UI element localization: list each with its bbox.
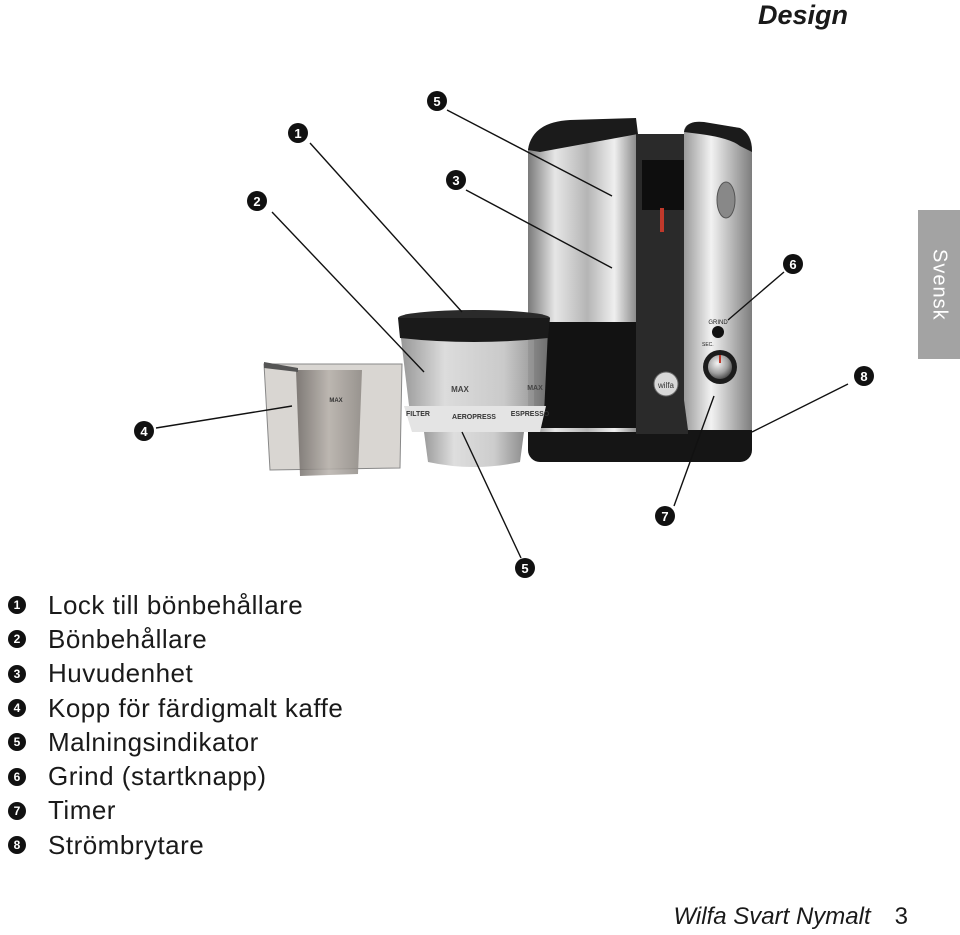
callout-badge-1: 1 <box>288 123 308 143</box>
legend-label: Grind (startknapp) <box>48 761 267 792</box>
cup-max-text: MAX <box>329 398 342 404</box>
chute-window <box>642 160 684 210</box>
leader-4 <box>155 405 293 429</box>
leader-8 <box>751 383 849 433</box>
svg-text:4: 4 <box>140 424 148 439</box>
legend-item: 7 Timer <box>8 794 343 828</box>
legend-label: Bönbehållare <box>48 623 208 654</box>
legend-label: Lock till bönbehållare <box>48 589 304 620</box>
hopper-scale-band <box>404 406 546 432</box>
ground-coffee-cup: MAX <box>263 362 403 476</box>
sec-text: SEC. <box>702 342 714 348</box>
scale-espresso-text: ESPRESSO <box>511 411 550 418</box>
legend-label: Strömbrytare <box>48 829 205 860</box>
svg-text:5: 5 <box>433 94 440 109</box>
legend-number: 2 <box>8 630 26 649</box>
page-heading: Design <box>757 0 848 30</box>
legend-item: 3 Huvudenhet <box>8 657 343 691</box>
timer-knob-mark <box>719 355 721 363</box>
legend-number: 7 <box>8 801 26 820</box>
parts-legend: 1 Lock till bönbehållare 2 Bönbehållare 3 H… <box>8 588 343 862</box>
bean-hopper: MAX MAX FILTER AEROPRESS ESPRESSO <box>398 310 550 467</box>
svg-text:3: 3 <box>452 173 459 188</box>
svg-text:6: 6 <box>789 257 796 272</box>
legend-label: Timer <box>48 795 116 826</box>
svg-text:1: 1 <box>294 126 301 141</box>
callout-badge-4: 4 <box>134 421 154 441</box>
brand-text: wilfa <box>657 381 675 390</box>
page-footer: Wilfa Svart Nymalt 3 <box>673 903 908 931</box>
hopper-lid <box>398 318 550 342</box>
timer-knob <box>708 355 732 379</box>
language-tab: Svensk <box>918 210 960 359</box>
leader-7 <box>673 395 715 507</box>
hopper-lower-ring <box>424 432 524 467</box>
callout-badge-7: 7 <box>655 506 675 526</box>
svg-text:7: 7 <box>661 509 668 524</box>
callout-badge-5-bottom: 5 <box>515 558 535 578</box>
legend-label: Huvudenhet <box>48 658 194 689</box>
scale-aeropress-text: AEROPRESS <box>452 414 496 421</box>
legend-item: 1 Lock till bönbehållare <box>8 588 343 622</box>
legend-number: 5 <box>8 733 26 752</box>
leader-3 <box>465 189 613 269</box>
scale-filter-text: FILTER <box>406 411 430 418</box>
leader-6 <box>727 271 785 321</box>
footer-manual-title: Wilfa Svart Nymalt <box>673 903 871 930</box>
callout-badge-5-top: 5 <box>427 91 447 111</box>
legend-number: 8 <box>8 836 26 855</box>
cup-bay <box>534 322 636 428</box>
grind-text: GRIND <box>708 320 728 326</box>
right-top-cap <box>684 121 752 152</box>
brand-plate <box>716 181 736 219</box>
legend-item: 2 Bönbehållare <box>8 622 343 656</box>
svg-text:2: 2 <box>253 194 260 209</box>
leader-1 <box>309 142 463 313</box>
callout-badge-8: 8 <box>854 366 874 386</box>
legend-item: 6 Grind (startknapp) <box>8 759 343 793</box>
legend-item: 4 Kopp för färdigmalt kaffe <box>8 691 343 725</box>
main-unit: wilfa GRIND SEC. <box>528 118 752 462</box>
hopper-glass <box>400 330 548 414</box>
legend-item: 8 Strömbrytare <box>8 828 343 862</box>
svg-text:5: 5 <box>521 561 528 576</box>
brand-emblem <box>653 371 679 397</box>
leader-5-bottom <box>461 431 522 559</box>
callout-badge-3: 3 <box>446 170 466 190</box>
left-top-cap <box>528 118 638 152</box>
hopper-max-right-text: MAX <box>527 385 543 392</box>
callout-badge-2: 2 <box>247 191 267 211</box>
legend-number: 1 <box>8 596 26 615</box>
svg-text:8: 8 <box>860 369 867 384</box>
grind-button <box>712 326 724 338</box>
callout-badge-6: 6 <box>783 254 803 274</box>
legend-label: Malningsindikator <box>48 726 259 757</box>
legend-number: 6 <box>8 767 26 786</box>
grind-indicator-mark <box>660 208 664 232</box>
legend-label: Kopp för färdigmalt kaffe <box>48 692 344 723</box>
legend-number: 4 <box>8 699 26 718</box>
cup-body <box>296 370 362 476</box>
page-number: 3 <box>894 903 908 930</box>
legend-item: 5 Malningsindikator <box>8 725 343 759</box>
hopper-max-text: MAX <box>451 385 469 394</box>
cup-spout <box>264 362 298 372</box>
product-illustration: wilfa GRIND SEC. MAX MAX FILTER AEROPRES… <box>134 91 874 578</box>
legend-number: 3 <box>8 664 26 683</box>
language-tab-label: Svensk <box>928 248 951 321</box>
callout-lines <box>155 109 849 559</box>
leader-2 <box>271 211 425 373</box>
leader-5-top <box>446 109 613 197</box>
